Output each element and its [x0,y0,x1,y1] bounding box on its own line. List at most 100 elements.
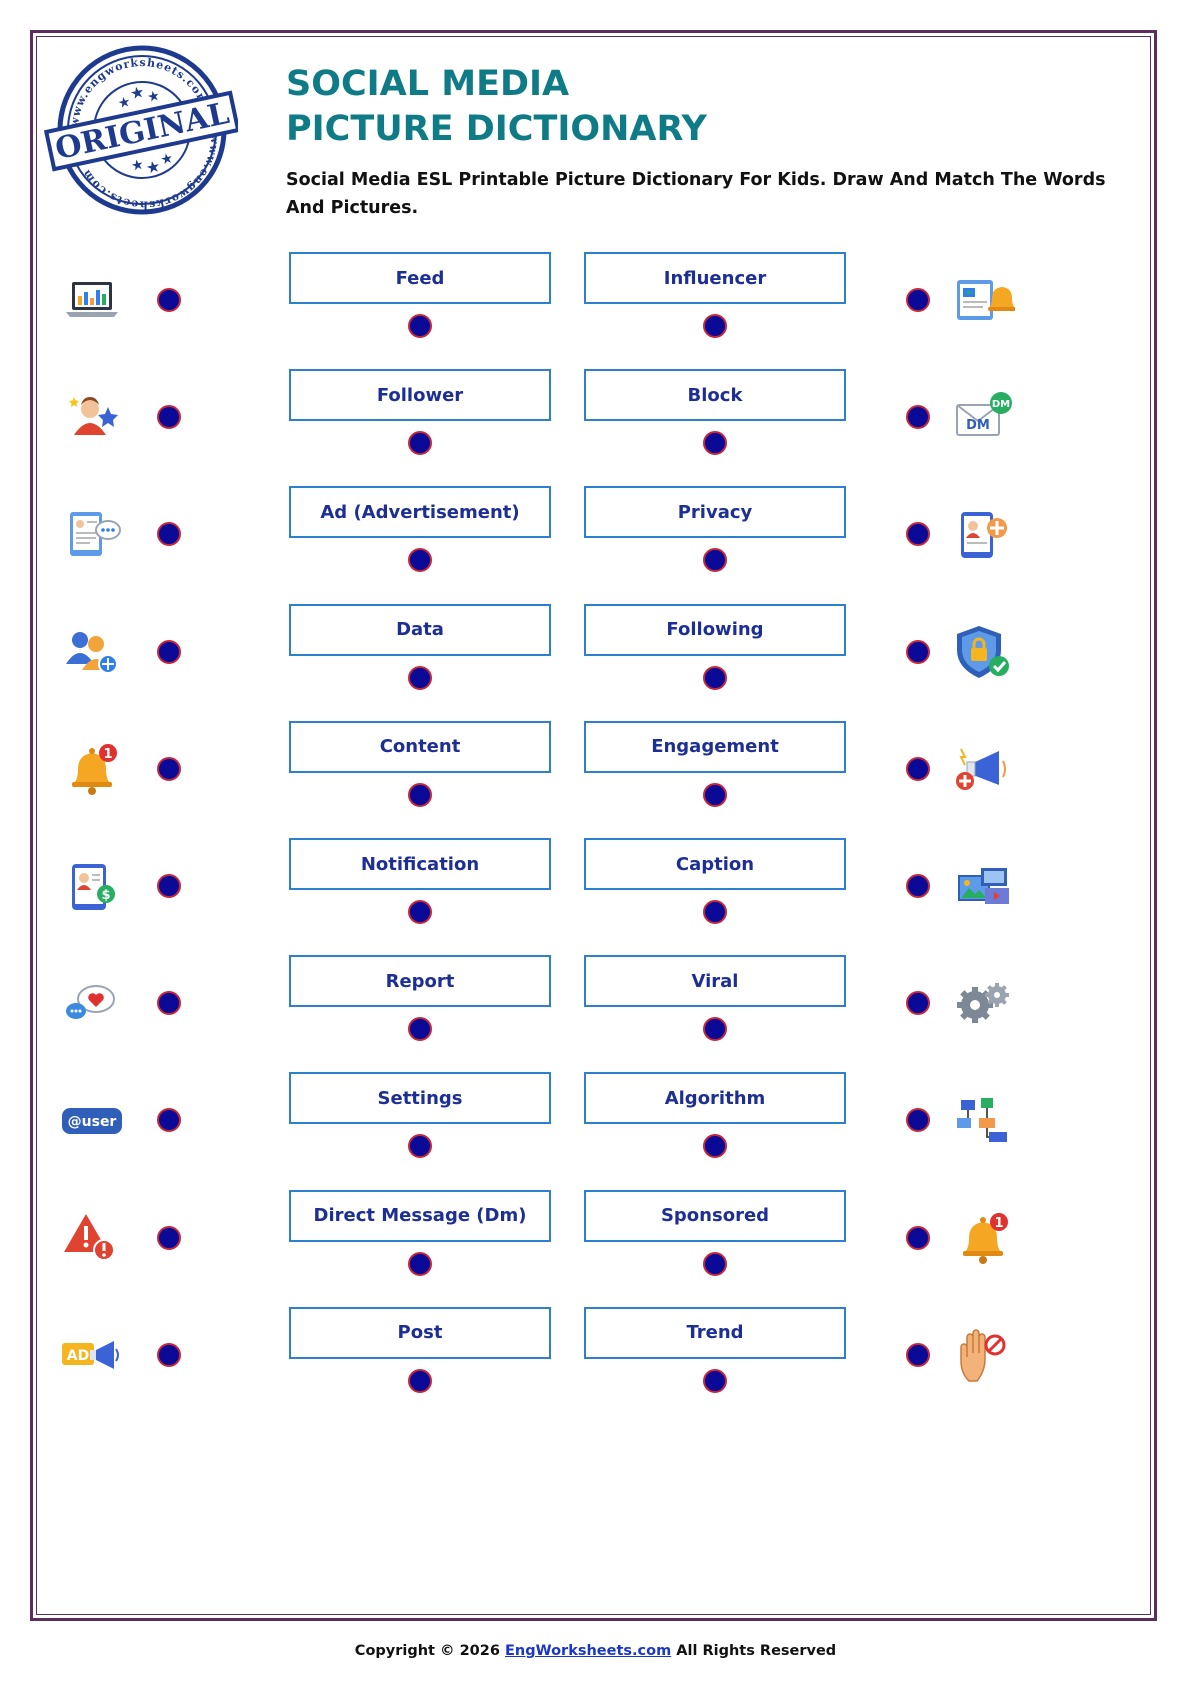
left-word-dot[interactable] [408,1134,432,1159]
word-box-right: Following [584,603,846,656]
left-picture-dot[interactable] [157,405,181,430]
word-box-right: Trend [584,1306,846,1359]
user-handle-label: @user [68,1114,117,1130]
left-word-dot[interactable] [408,1017,432,1042]
title-line-2: PICTURE DICTIONARY [286,109,707,149]
word-box-right: Caption [584,838,846,890]
warning-icon-graphic [64,1213,115,1261]
right-picture-dot[interactable] [906,756,930,781]
right-picture-dot[interactable] [906,522,930,547]
right-word-dot[interactable] [703,1368,727,1393]
left-picture-dot[interactable] [157,522,181,547]
dm-label-badge: DM [992,399,1010,410]
profile-chat-icon [60,502,124,566]
word-box-right: Privacy [584,486,846,539]
right-picture-dot[interactable] [906,639,930,664]
original-stamp-logo: www.engworksheets.com www.engworksheets.… [43,42,238,218]
left-word-dot[interactable] [408,1368,432,1393]
right-word-dot[interactable] [703,782,727,807]
word-box-left: Post [289,1306,551,1359]
image-gallery-icon [951,854,1015,918]
right-word-dot[interactable] [703,431,727,456]
right-word-dot[interactable] [703,1134,727,1159]
footer-copyright: Copyright © 2026 [354,1643,505,1659]
right-word-dot[interactable] [703,314,727,338]
left-word-dot[interactable] [408,900,432,924]
megaphone-plus-icon [951,737,1015,801]
word-box-left: Report [289,955,551,1008]
left-picture-dot[interactable] [157,1342,181,1367]
svg-text:★: ★ [130,157,146,175]
warning-icon [60,1206,124,1270]
left-picture-dot[interactable] [157,1108,181,1133]
right-picture-dot[interactable] [906,1108,930,1133]
right-word-dot[interactable] [703,665,727,690]
page-border-outer [30,30,1157,1621]
right-word-dot[interactable] [703,1251,727,1276]
left-word-dot[interactable] [408,782,432,807]
right-word-dot[interactable] [703,900,727,924]
word-box-right: Algorithm [584,1072,846,1125]
bell-alert-icon: 1 [951,1206,1015,1270]
right-word-dot[interactable] [703,1017,727,1042]
tablet-money-icon-graphic: $ [72,864,115,910]
left-word-dot[interactable] [408,548,432,573]
user-handle-icon: @user [60,1088,124,1152]
word-box-left: Settings [289,1072,551,1125]
left-picture-dot[interactable] [157,874,181,898]
left-picture-dot[interactable] [157,639,181,664]
right-picture-dot[interactable] [906,874,930,898]
svg-text:★: ★ [144,156,162,178]
bell-alert-icon-graphic: 1 [72,743,117,795]
profile-chat-icon-graphic [70,512,121,557]
ad-megaphone-icon: AD [60,1323,124,1387]
megaphone-plus-icon-graphic [956,748,1006,790]
ad-label: AD [67,1348,89,1364]
right-picture-dot[interactable] [906,405,930,430]
image-gallery-icon-graphic [958,868,1009,904]
word-box-left: Direct Message (Dm) [289,1189,551,1242]
user-handle-icon-graphic: @user [62,1108,122,1135]
gears-icon-graphic [957,983,1009,1024]
svg-text:1: 1 [994,1216,1003,1231]
flowchart-icon [951,1088,1015,1152]
right-word-dot[interactable] [703,548,727,573]
right-picture-dot[interactable] [906,1225,930,1250]
page-border-inner [36,36,1151,1615]
laptop-chart-icon [60,268,124,332]
right-picture-dot[interactable] [906,991,930,1016]
page-subtitle: Social Media ESL Printable Picture Dicti… [286,170,1106,218]
left-word-dot[interactable] [408,665,432,690]
security-shield-icon-graphic [957,625,1009,678]
left-word-dot[interactable] [408,314,432,338]
blocked-hand-icon [951,1323,1015,1387]
chat-heart-icon [60,971,124,1035]
word-box-left: Content [289,720,551,773]
left-word-dot[interactable] [408,431,432,456]
footer: Copyright © 2026 EngWorksheets.com All R… [0,1643,1191,1659]
right-picture-dot[interactable] [906,288,930,312]
footer-link[interactable]: EngWorksheets.com [505,1643,672,1659]
left-picture-dot[interactable] [157,756,181,781]
add-follower-icon [60,620,124,684]
bell-alert-icon: 1 [60,737,124,801]
right-picture-dot[interactable] [906,1342,930,1367]
word-box-right: Block [584,369,846,422]
person-stars-icon-graphic [69,397,118,436]
gears-icon [951,971,1015,1035]
word-box-right: Sponsored [584,1189,846,1242]
ad-megaphone-icon-graphic: AD [62,1340,119,1369]
title-line-1: SOCIAL MEDIA [286,64,570,104]
left-picture-dot[interactable] [157,288,181,312]
feed-notification-icon-graphic [957,280,1016,320]
word-box-left: Ad (Advertisement) [289,486,551,539]
left-picture-dot[interactable] [157,1225,181,1250]
word-box-right: Influencer [584,252,846,304]
word-box-right: Engagement [584,720,846,773]
add-post-icon [951,502,1015,566]
left-word-dot[interactable] [408,1251,432,1276]
add-post-icon-graphic [961,512,1007,559]
left-picture-dot[interactable] [157,991,181,1016]
add-follower-icon-graphic [66,631,118,674]
feed-notification-icon [951,268,1016,332]
